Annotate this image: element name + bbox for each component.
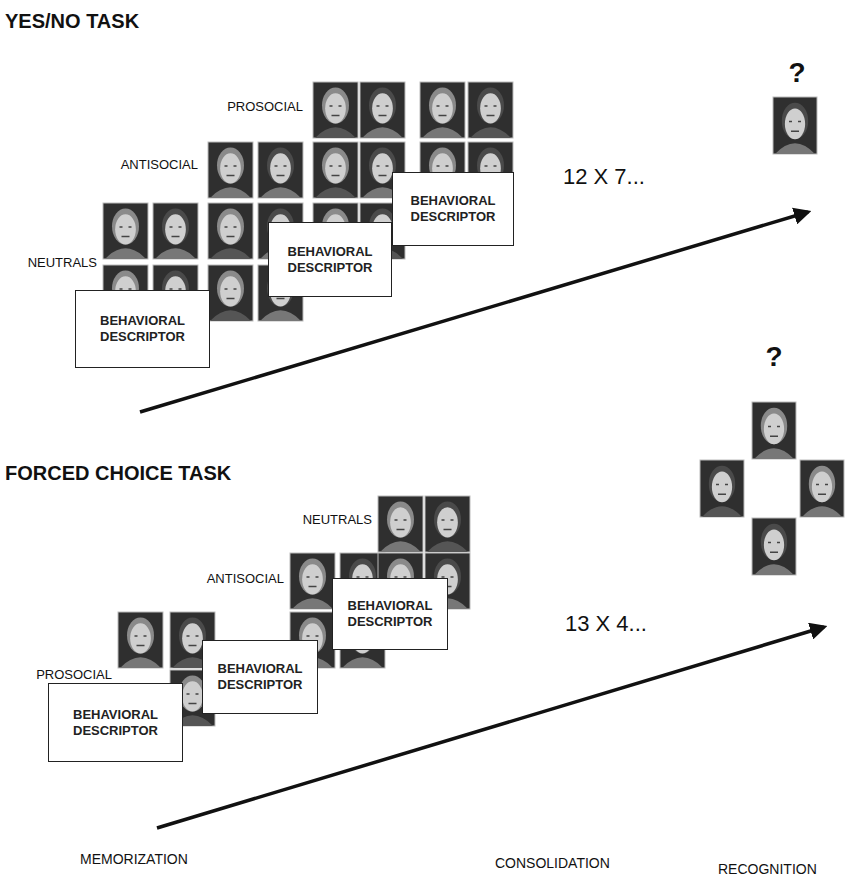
card-text: BEHAVIORAL DESCRIPTOR — [210, 661, 310, 692]
phase-label: RECOGNITION — [718, 862, 817, 877]
card-text: BEHAVIORAL DESCRIPTOR — [66, 707, 166, 738]
face-photo — [208, 265, 253, 321]
question-mark: ? — [765, 342, 782, 373]
trial-count: 13 X 4... — [565, 612, 647, 636]
category-label: NEUTRALS — [303, 513, 372, 527]
card-text: BEHAVIORAL DESCRIPTOR — [403, 193, 503, 224]
card-text: BEHAVIORAL DESCRIPTOR — [280, 244, 380, 275]
face-photo — [360, 82, 405, 138]
face-photo — [103, 203, 148, 259]
card-text: BEHAVIORAL DESCRIPTOR — [340, 598, 440, 629]
face-photo — [208, 203, 253, 259]
category-label: NEUTRALS — [28, 256, 97, 270]
panel-title: YES/NO TASK — [5, 10, 139, 32]
category-label: PROSOCIAL — [227, 100, 303, 114]
face-photo — [313, 82, 358, 138]
face-photo — [118, 612, 163, 668]
category-label: ANTISOCIAL — [207, 572, 284, 586]
face-photo — [773, 97, 817, 154]
face-photo — [420, 82, 465, 138]
face-photo — [700, 460, 744, 517]
face-photo — [752, 402, 796, 459]
category-label: ANTISOCIAL — [121, 158, 198, 172]
face-photos — [103, 82, 844, 726]
face-photo — [425, 496, 470, 552]
face-photo — [208, 142, 253, 198]
face-photo — [153, 203, 198, 259]
panel-title: FORCED CHOICE TASK — [5, 462, 231, 484]
trial-count: 12 X 7... — [563, 165, 645, 189]
card-text: BEHAVIORAL DESCRIPTOR — [93, 313, 193, 344]
face-photo — [290, 553, 335, 609]
face-photo — [468, 82, 513, 138]
descriptor-card: BEHAVIORAL DESCRIPTOR — [202, 640, 318, 714]
face-photo — [378, 496, 423, 552]
descriptor-card: BEHAVIORAL DESCRIPTOR — [332, 578, 448, 650]
face-photo — [313, 142, 358, 198]
timeline-arrow — [157, 627, 824, 828]
question-mark: ? — [788, 58, 805, 89]
face-photo — [800, 460, 844, 517]
descriptor-card: BEHAVIORAL DESCRIPTOR — [268, 222, 392, 297]
descriptor-card: BEHAVIORAL DESCRIPTOR — [48, 683, 183, 762]
phase-label: CONSOLIDATION — [495, 856, 610, 871]
descriptor-card: BEHAVIORAL DESCRIPTOR — [392, 172, 514, 246]
phase-label: MEMORIZATION — [80, 852, 188, 867]
descriptor-card: BEHAVIORAL DESCRIPTOR — [75, 290, 210, 368]
face-photo — [258, 142, 303, 198]
category-label: PROSOCIAL — [36, 668, 112, 682]
face-photo — [752, 518, 796, 575]
